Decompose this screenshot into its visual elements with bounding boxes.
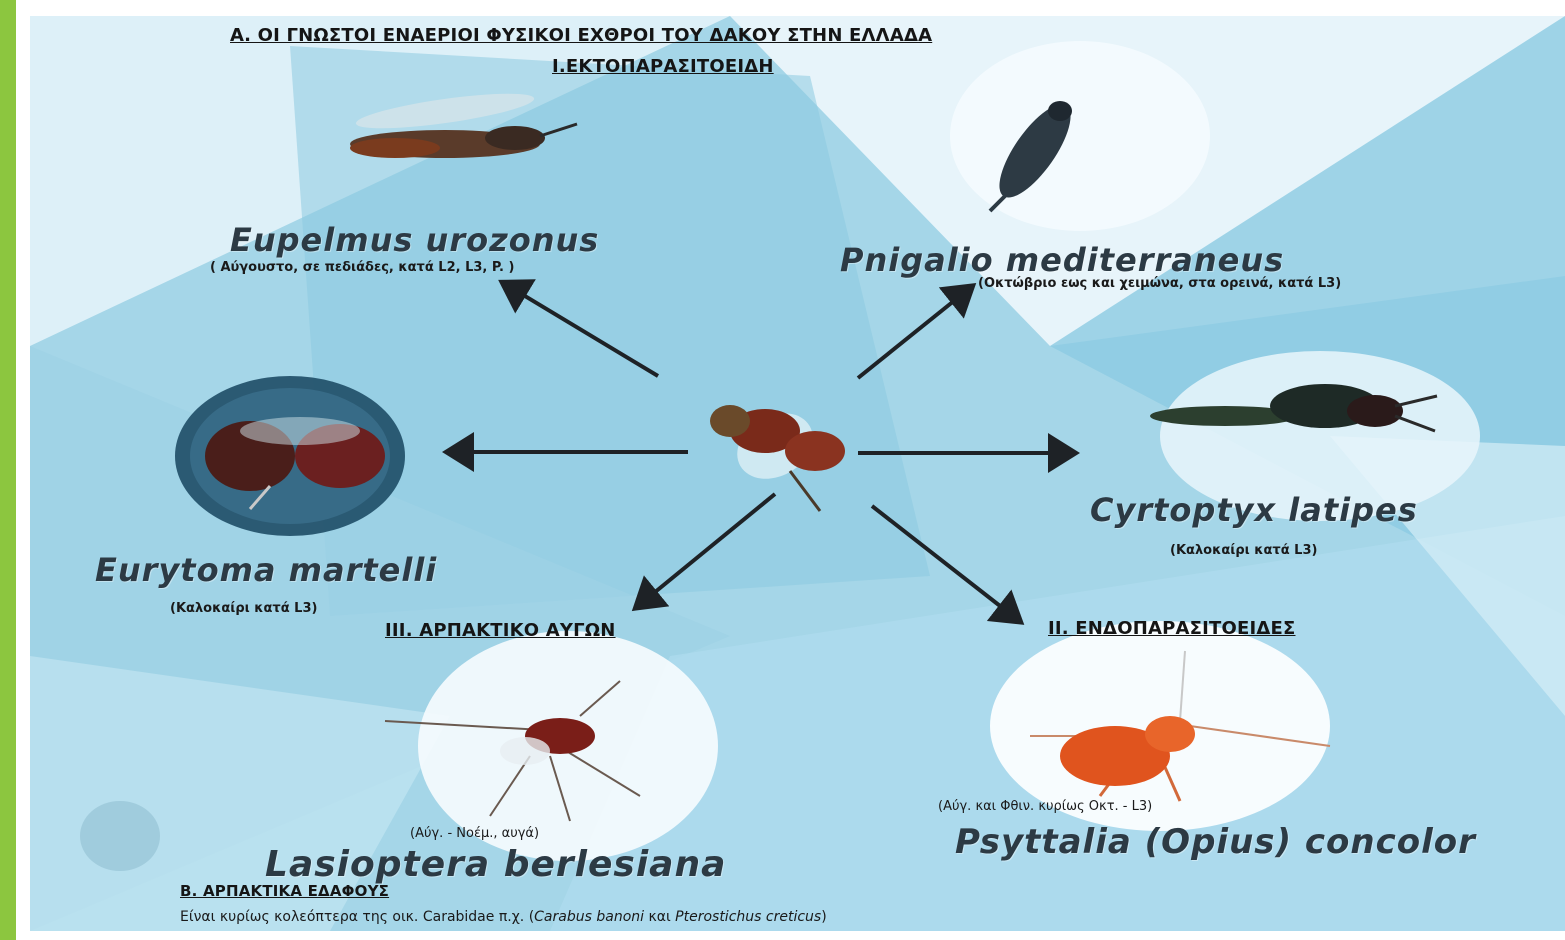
species-note-eurytoma: (Καλοκαίρι κατά L3): [170, 601, 317, 616]
arrow-to-psyttalia: [872, 506, 1018, 620]
species-name-lasioptera: Lasioptera berlesiana: [265, 844, 726, 885]
species-note-eupelmus: ( Αύγουστο, σε πεδιάδες, κατά L2, L3, P.…: [210, 260, 514, 275]
species-name-pnigalio: Pnigalio mediterraneus: [840, 241, 1284, 279]
arrow-to-pnigalio: [858, 288, 970, 378]
species-note-lasioptera: (Αύγ. - Νοέμ., αυγά): [410, 826, 539, 841]
species-name-eurytoma: Eurytoma martelli: [95, 551, 437, 589]
arrow-to-eupelmus: [505, 284, 658, 376]
heading-a: Α. ΟΙ ΓΝΩΣΤΟΙ ΕΝΑΕΡΙΟΙ ΦΥΣΙΚΟΙ ΕΧΘΡΟΙ ΤΟ…: [230, 25, 932, 46]
species-note-psyttalia: (Αύγ. και Φθιν. κυρίως Οκτ. - L3): [938, 799, 1152, 814]
species-name-eupelmus: Eupelmus urozonus: [230, 221, 599, 259]
bottom-middle: και: [644, 909, 675, 925]
bottom-description: Είναι κυρίως κολεόπτερα της οικ. Carabid…: [180, 909, 827, 925]
bottom-prefix: Είναι κυρίως κολεόπτερα της οικ. Carabid…: [180, 909, 534, 925]
arrow-to-lasioptera: [638, 494, 775, 606]
diagram-canvas: Α. ΟΙ ΓΝΩΣΤΟΙ ΕΝΑΕΡΙΟΙ ΦΥΣΙΚΟΙ ΕΧΘΡΟΙ ΤΟ…: [30, 16, 1565, 931]
left-accent-bar: [0, 0, 16, 940]
heading-iii: ΙΙΙ. ΑΡΠΑΚΤΙΚΟ ΑΥΓΩΝ: [385, 620, 616, 641]
heading-i: Ι.ΕΚΤΟΠΑΡΑΣΙΤΟΕΙΔΗ: [552, 56, 774, 77]
species-name-psyttalia: Psyttalia (Opius) concolor: [955, 822, 1476, 862]
species-name-cyrtoptyx: Cyrtoptyx latipes: [1090, 491, 1418, 529]
bottom-species-2: Pterostichus creticus: [675, 909, 821, 925]
arrows: [30, 16, 1565, 931]
species-note-pnigalio: (Οκτώβριο εως και χειμώνα, στα ορεινά, κ…: [978, 276, 1341, 291]
heading-ii: ΙΙ. ΕΝΔΟΠΑΡΑΣΙΤΟΕΙΔΕΣ: [1048, 618, 1296, 639]
bottom-suffix: ): [821, 909, 826, 925]
species-note-cyrtoptyx: (Καλοκαίρι κατά L3): [1170, 543, 1317, 558]
top-margin: [16, 0, 1565, 14]
bottom-species-1: Carabus banoni: [534, 909, 644, 925]
